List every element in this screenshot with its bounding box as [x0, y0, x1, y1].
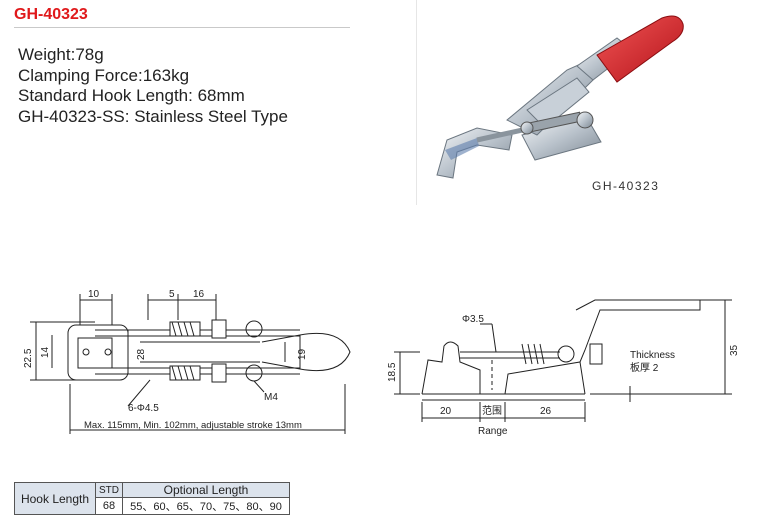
spec-weight: Weight:78g [18, 45, 104, 64]
clamp-illustration [436, 15, 684, 179]
dim-20-label: 20 [440, 406, 452, 417]
optional-length-header: Optional Length [122, 482, 290, 498]
dim-16-label: 16 [193, 289, 205, 300]
std-value: 68 [95, 497, 123, 515]
dim-22-5-label: 22.5 [23, 348, 34, 368]
side-view-drawing: Φ3.5 18.5 20 范围 26 Range Thickness 板厚 2 … [387, 299, 740, 437]
thickness-cn-label: 板厚 2 [630, 361, 659, 374]
spec-clamping-force: Clamping Force:163kg [18, 65, 190, 85]
dim-19-label: 19 [297, 348, 308, 360]
photo-caption: GH-40323 [592, 179, 660, 193]
dim-5-label: 5 [169, 289, 175, 300]
stroke-note: Max. 115mm, Min. 102mm, adjustable strok… [84, 420, 302, 431]
hook-length-table: Hook Length STD Optional Length 68 55、60… [14, 482, 290, 515]
std-header: STD [95, 482, 123, 498]
product-photo [416, 0, 692, 205]
range-cn-label: 范围 [482, 404, 502, 417]
title-divider [14, 27, 350, 28]
spec-stainless-type: GH-40323-SS: Stainless Steel Type [18, 106, 288, 126]
dim-phi-label: Φ3.5 [462, 314, 484, 325]
range-label: Range [478, 426, 508, 437]
spec-hook-length: Standard Hook Length: 68mm [18, 86, 245, 105]
optional-values: 55、60、65、70、75、80、90 [122, 497, 290, 515]
hook-length-row-label: Hook Length [14, 482, 96, 515]
product-title: GH-40323 [14, 6, 88, 23]
dim-14-label: 14 [40, 346, 51, 358]
thread-label: M4 [264, 392, 278, 403]
thickness-en-label: Thickness [630, 350, 675, 361]
dim-28-label: 28 [136, 348, 147, 360]
dim-35-label: 35 [729, 344, 740, 356]
hole-label: 6-Φ4.5 [128, 403, 159, 414]
spec-list: Weight:78g Clamping Force:163kg Standard… [18, 45, 288, 127]
dim-18-5-label: 18.5 [387, 362, 398, 382]
dim-10-label: 10 [88, 289, 100, 300]
dim-26-label: 26 [540, 406, 552, 417]
front-view-drawing: 10 5 16 22.5 14 28 19 6-Φ4.5 M4 Max. 115… [23, 289, 351, 434]
